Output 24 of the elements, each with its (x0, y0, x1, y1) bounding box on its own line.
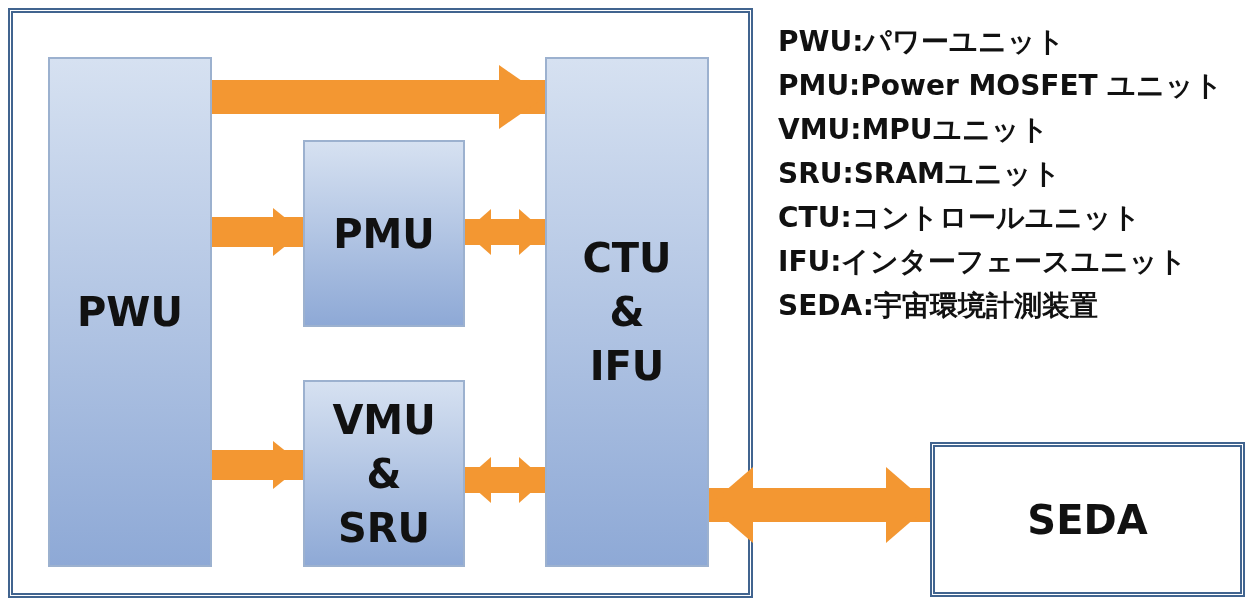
unit-box (48, 57, 212, 567)
abbreviation-note: SEDA:宇宙環境計測装置 (778, 288, 1098, 324)
block-arrow (465, 457, 545, 503)
unit-box (303, 140, 465, 327)
unit-label: VMU & SRU (331, 395, 437, 553)
abbreviation-note: CTU:コントロールユニット (778, 200, 1141, 236)
abbreviation-note: SRU:SRAMユニット (778, 156, 1061, 192)
unit-label: CTU & IFU (581, 234, 673, 391)
unit-label: PMU (332, 209, 436, 259)
abbreviation-note: PMU:Power MOSFET ユニット (778, 68, 1224, 104)
abbreviation-note: VMU:MPUユニット (778, 112, 1049, 148)
unit-box (930, 442, 1245, 597)
frame-box (8, 8, 753, 598)
unit-label: SEDA (1026, 495, 1149, 545)
abbreviation-note: PWU:パワーユニット (778, 24, 1066, 60)
abbreviation-note: IFU:インターフェースユニット (778, 244, 1188, 280)
block-arrow (212, 65, 545, 129)
unit-label: PWU (76, 288, 184, 337)
block-arrow (465, 209, 545, 255)
block-arrow (212, 441, 303, 489)
block-arrow (709, 467, 930, 543)
unit-box (303, 380, 465, 567)
unit-box (545, 57, 709, 567)
block-arrow (212, 208, 303, 256)
